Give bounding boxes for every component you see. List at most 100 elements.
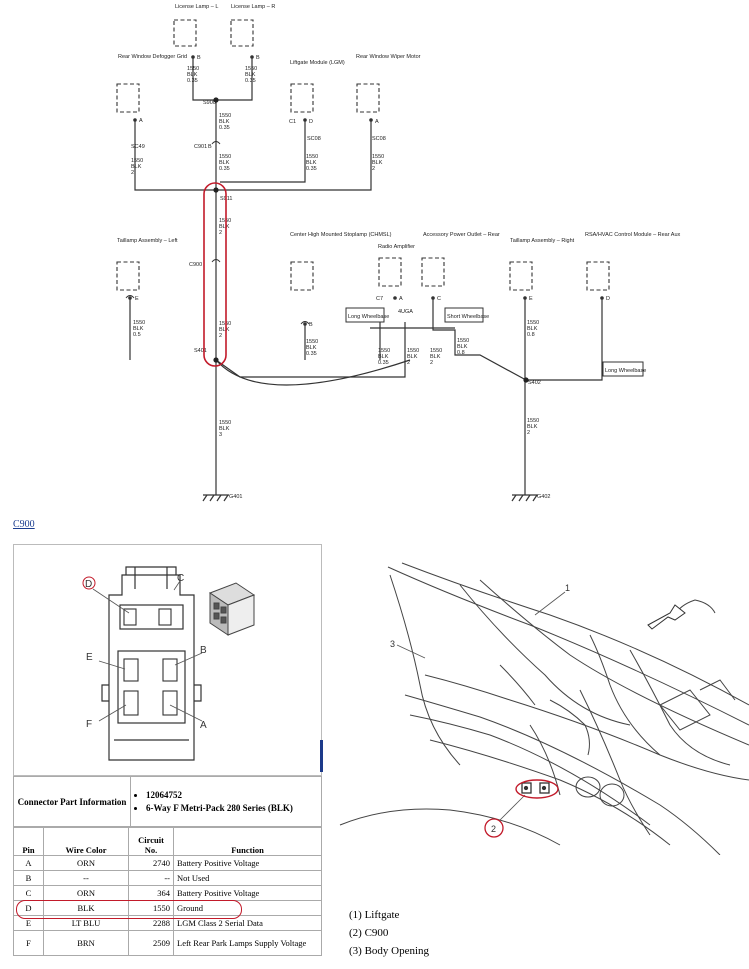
table-row: A ORN 2740 Battery Positive Voltage bbox=[13, 855, 322, 871]
svg-text:4UGA: 4UGA bbox=[398, 309, 413, 315]
component-power-outlet[interactable]: Accessory Power Outlet – Rear C bbox=[421, 232, 500, 302]
svg-text:C900: C900 bbox=[189, 262, 202, 268]
wiring-schematic: License Lamp – L B License Lamp – R B Re… bbox=[116, 4, 681, 502]
callout-3: 3 bbox=[390, 639, 395, 649]
legend-item: (2) C900 bbox=[349, 927, 389, 939]
svg-text:C901: C901 bbox=[194, 144, 207, 150]
legend-item: (3) Body Opening bbox=[349, 945, 430, 957]
svg-text:C7: C7 bbox=[376, 296, 383, 302]
component-rear-defogger[interactable]: Rear Window Defogger Grid A bbox=[116, 54, 187, 124]
header-wire-color: Wire Color bbox=[43, 826, 129, 856]
pin-label-e: E bbox=[86, 652, 93, 663]
svg-text:S401: S401 bbox=[194, 348, 207, 354]
cavity-c bbox=[158, 608, 172, 626]
option-long-wheelbase-2: Long Wheelbase bbox=[602, 361, 646, 377]
svg-text:Radio Amplifier: Radio Amplifier bbox=[378, 244, 415, 250]
svg-text:SC49: SC49 bbox=[131, 144, 145, 150]
scrollbar[interactable] bbox=[320, 740, 323, 772]
header-circuit: Circuit No. bbox=[128, 826, 174, 856]
callout-1: 1 bbox=[565, 583, 570, 593]
connector-face-diagram: D C E B F A bbox=[82, 566, 256, 761]
svg-text:Rear Window Wiper Motor: Rear Window Wiper Motor bbox=[356, 54, 421, 60]
component-liftgate-module[interactable]: Liftgate Module (LGM) C1 D bbox=[289, 60, 345, 125]
part-series: 6-Way F Metri-Pack 280 Series (BLK) bbox=[146, 802, 318, 815]
svg-text:B: B bbox=[197, 55, 201, 61]
svg-text:Rear Window Defogger Grid: Rear Window Defogger Grid bbox=[118, 54, 187, 60]
component-license-lamp-right[interactable]: License Lamp – R B bbox=[230, 4, 275, 61]
connector-part-info-label: Connector Part Information bbox=[13, 776, 131, 828]
header-function: Function bbox=[173, 826, 322, 856]
svg-text:S900: S900 bbox=[203, 100, 216, 106]
svg-text:E: E bbox=[529, 296, 533, 302]
svg-text:C: C bbox=[437, 296, 441, 302]
highlight-c900-circuit bbox=[203, 182, 227, 367]
pin-label-c: C bbox=[177, 573, 184, 584]
svg-text:C1: C1 bbox=[289, 119, 296, 125]
svg-text:License Lamp – L: License Lamp – L bbox=[175, 4, 218, 10]
splice-dots bbox=[213, 97, 529, 383]
component-taillamp-left[interactable]: Taillamp Assembly – Left E bbox=[116, 238, 178, 302]
connector-iso-icon bbox=[208, 582, 256, 636]
ground-symbol-g402 bbox=[511, 494, 538, 502]
svg-text:Liftgate Module (LGM): Liftgate Module (LGM) bbox=[290, 60, 345, 66]
svg-text:License Lamp – R: License Lamp – R bbox=[231, 4, 275, 10]
svg-text:Accessory Power Outlet – Rear: Accessory Power Outlet – Rear bbox=[423, 232, 500, 238]
pin-function-table: Pin Wire Color Circuit No. Function A OR… bbox=[13, 826, 322, 956]
cavity-e bbox=[123, 658, 139, 682]
component-chmsl[interactable]: Center High Mounted Stoplamp (CHMSL) B bbox=[290, 232, 392, 328]
svg-text:Taillamp Assembly – Right: Taillamp Assembly – Right bbox=[510, 238, 575, 244]
svg-text:B: B bbox=[309, 322, 313, 328]
svg-text:RSA/HVAC Control Module – Rear: RSA/HVAC Control Module – Rear Aux bbox=[585, 232, 681, 238]
pin-d-highlight bbox=[82, 576, 96, 590]
svg-text:A: A bbox=[375, 119, 379, 125]
part-number: 12064752 bbox=[146, 789, 318, 802]
svg-text:Short Wheelbase: Short Wheelbase bbox=[447, 314, 489, 320]
pin-label-d: D bbox=[85, 579, 92, 590]
component-rear-wiper-motor[interactable]: Rear Window Wiper Motor A bbox=[356, 54, 421, 125]
svg-text:D: D bbox=[606, 296, 610, 302]
legend-item: (1) Liftgate bbox=[349, 909, 400, 921]
svg-text:B: B bbox=[208, 144, 212, 150]
cavity-b bbox=[162, 658, 178, 682]
table-row: E LT BLU 2288 LGM Class 2 Serial Data bbox=[13, 915, 322, 931]
svg-text:Taillamp Assembly – Left: Taillamp Assembly – Left bbox=[117, 238, 178, 244]
svg-text:E: E bbox=[135, 296, 139, 302]
component-rsa-module[interactable]: RSA/HVAC Control Module – Rear Aux D bbox=[585, 232, 681, 302]
svg-text:SC08: SC08 bbox=[372, 136, 386, 142]
option-short-wheelbase: Short Wheelbase bbox=[444, 307, 489, 323]
svg-text:D: D bbox=[309, 119, 313, 125]
cavity-d bbox=[123, 608, 137, 626]
wire-network bbox=[129, 57, 603, 495]
option-long-wheelbase-1: Long Wheelbase bbox=[345, 307, 389, 323]
c900-location-illustration: 1 3 2 bbox=[339, 562, 749, 855]
svg-text:SC08: SC08 bbox=[307, 136, 321, 142]
pin-label-a: A bbox=[200, 720, 207, 731]
c900-link[interactable]: C900 bbox=[13, 519, 35, 530]
component-radio-amplifier[interactable]: Radio Amplifier C7 A bbox=[376, 244, 415, 302]
component-license-lamp-left[interactable]: License Lamp – L B bbox=[173, 4, 218, 61]
callout-2-circle bbox=[484, 818, 504, 838]
header-pin: Pin bbox=[13, 826, 44, 856]
svg-text:G402: G402 bbox=[537, 494, 550, 500]
ground-symbol-g401 bbox=[202, 494, 229, 502]
svg-text:Long Wheelbase: Long Wheelbase bbox=[348, 314, 389, 320]
c900-callout-highlight bbox=[515, 779, 559, 799]
svg-text:G401: G401 bbox=[229, 494, 242, 500]
component-taillamp-right[interactable]: Taillamp Assembly – Right E bbox=[509, 238, 575, 302]
connector-end-view-frame: D C E B F A bbox=[13, 544, 322, 776]
svg-text:Long Wheelbase: Long Wheelbase bbox=[605, 368, 646, 374]
connector-part-numbers: 12064752 6-Way F Metri-Pack 280 Series (… bbox=[130, 776, 322, 828]
